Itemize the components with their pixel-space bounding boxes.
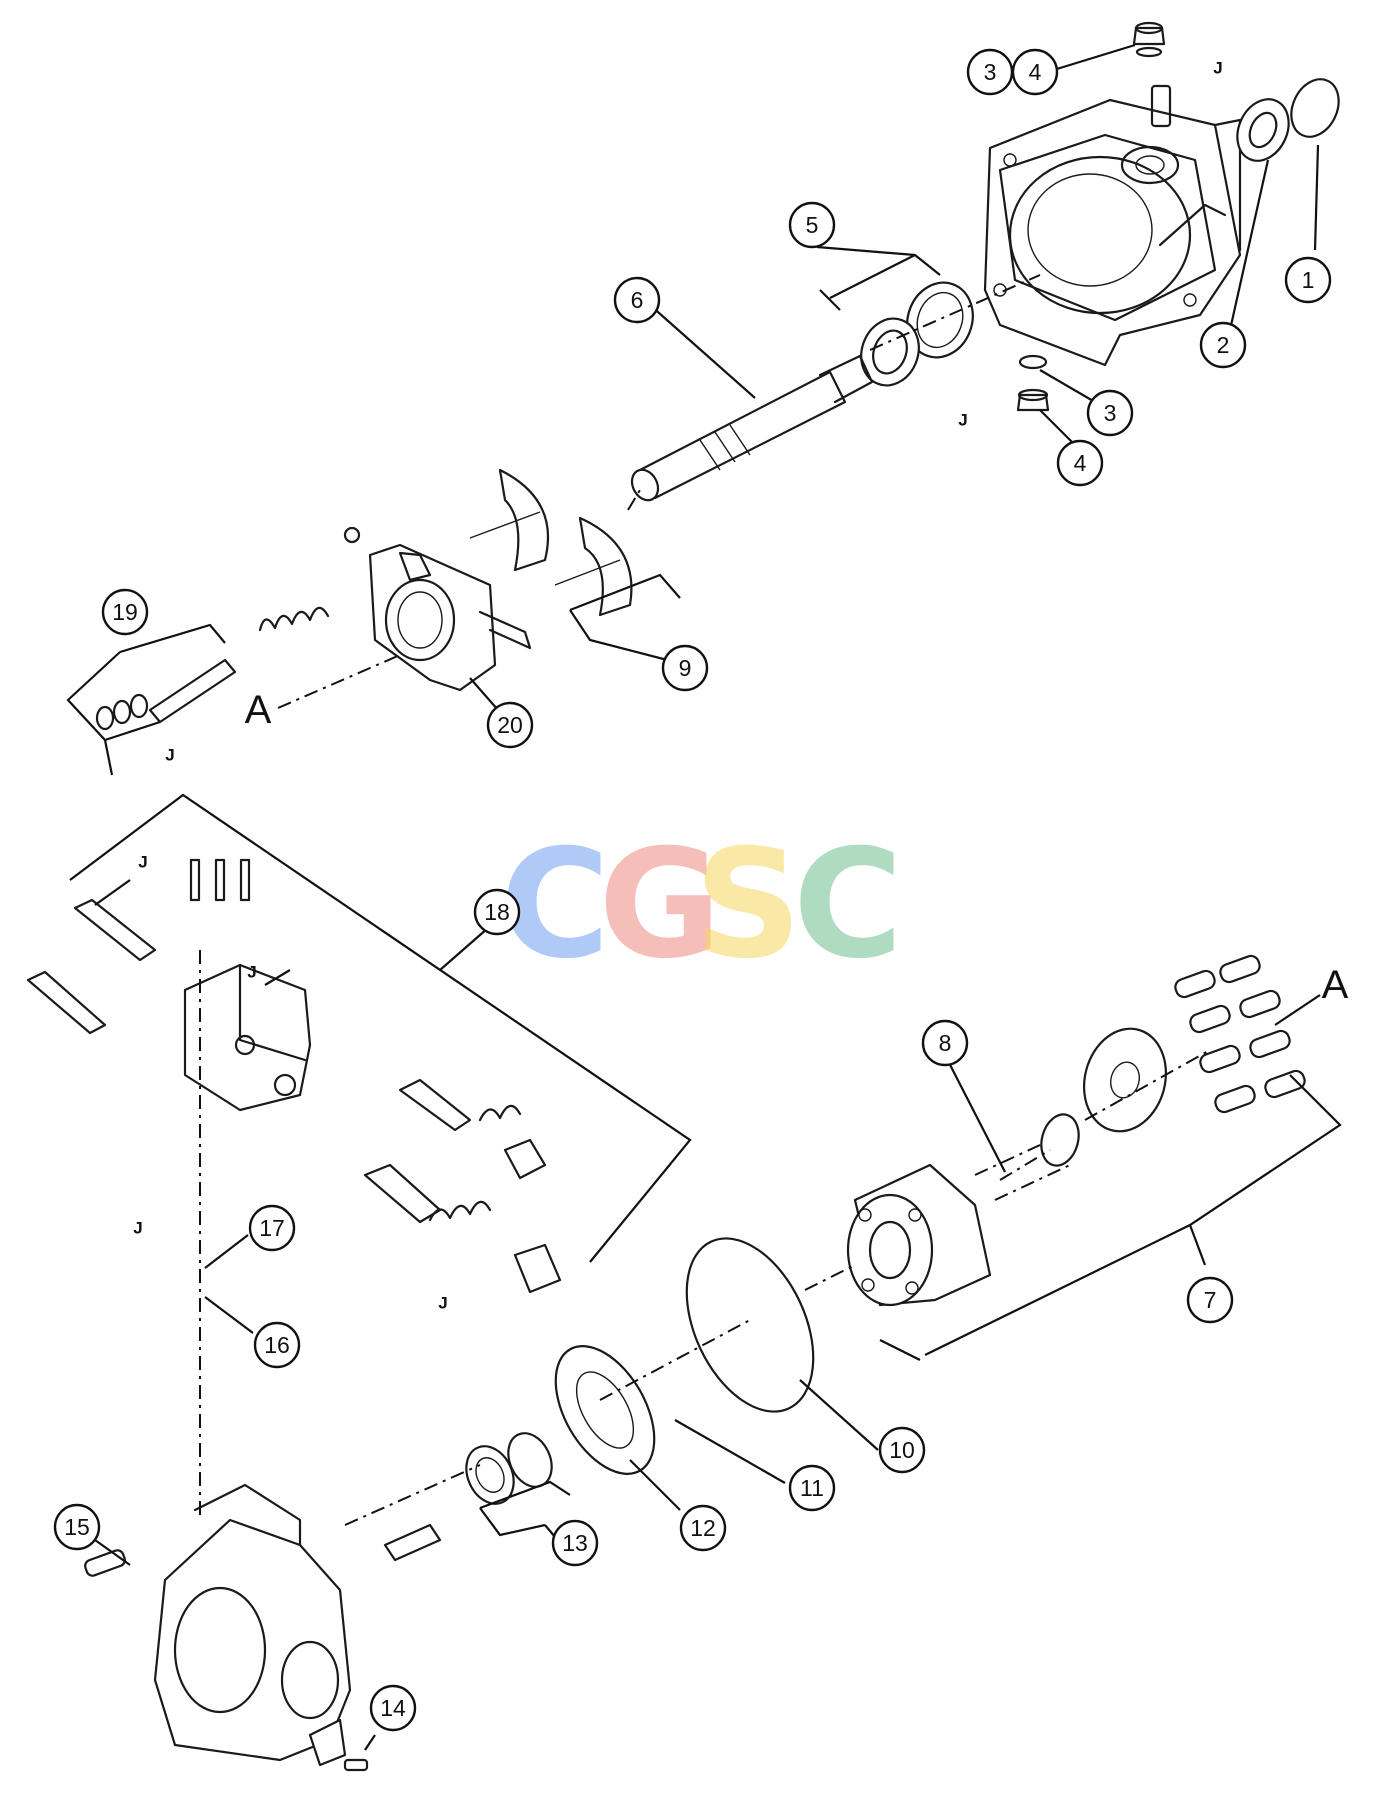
o-ring-drawing <box>685 1237 815 1413</box>
callout-13: 13 <box>551 1519 599 1567</box>
svg-text:10: 10 <box>889 1437 915 1463</box>
svg-text:17: 17 <box>259 1215 285 1241</box>
leader-lines <box>66 43 1342 1751</box>
callout-4-top: 4 <box>1011 48 1059 96</box>
shaft-seal-drawing <box>1236 98 1290 162</box>
svg-text:19: 19 <box>112 599 138 625</box>
callout-8: 8 <box>921 1019 969 1067</box>
svg-text:13: 13 <box>562 1530 588 1556</box>
cylinder-barrel-drawing <box>846 1163 992 1307</box>
callout-16: 16 <box>253 1321 301 1369</box>
watermark: C G S C <box>500 818 903 992</box>
svg-text:3: 3 <box>984 59 997 85</box>
bearing-13-drawing <box>465 1432 553 1505</box>
port-plate-drawing <box>554 1345 656 1475</box>
valve-block-drawing <box>26 858 562 1294</box>
svg-text:12: 12 <box>690 1515 716 1541</box>
j-marker-piston: J <box>165 746 174 765</box>
callout-10: 10 <box>878 1426 926 1474</box>
svg-text:18: 18 <box>484 899 510 925</box>
callout-7: 7 <box>1186 1276 1234 1324</box>
callout-18: 18 <box>473 888 521 936</box>
svg-text:14: 14 <box>380 1695 406 1721</box>
svg-text:5: 5 <box>806 212 819 238</box>
swashplate-drawing <box>343 526 532 692</box>
callout-14: 14 <box>369 1684 417 1732</box>
callout-6: 6 <box>613 276 661 324</box>
retainer-plate-drawing <box>1040 1027 1168 1167</box>
j-marker-seal: J <box>1213 59 1222 78</box>
control-piston-drawing <box>95 606 330 731</box>
callout-3-top: 3 <box>966 48 1014 96</box>
a-marker-bottom: A <box>1322 963 1349 1007</box>
bearing-5-drawing <box>860 281 974 387</box>
callout-2: 2 <box>1199 321 1247 369</box>
snap-ring-drawing <box>1290 78 1340 138</box>
j-marker-plug: J <box>958 411 967 430</box>
j-marker-valve-top: J <box>138 853 147 872</box>
callouts: 1 2 3 4 3 4 5 6 7 8 9 10 11 12 13 14 15 … <box>53 48 1332 1732</box>
drive-shaft-drawing <box>630 354 874 502</box>
j-marker-valve-lower-right: J <box>438 1294 447 1313</box>
pump-housing-drawing <box>983 84 1242 367</box>
screw-14-drawing <box>308 1718 369 1772</box>
callout-4-bottom: 4 <box>1056 439 1104 487</box>
callout-12: 12 <box>679 1504 727 1552</box>
j-marker-valve-right: J <box>247 963 256 982</box>
svg-text:4: 4 <box>1029 59 1042 85</box>
svg-text:6: 6 <box>631 287 644 313</box>
plug-bottom-drawing <box>1016 354 1050 412</box>
watermark-letter-4: C <box>793 818 903 992</box>
svg-text:2: 2 <box>1217 332 1230 358</box>
callout-1: 1 <box>1284 256 1332 304</box>
callout-20: 20 <box>486 701 534 749</box>
callout-19: 19 <box>101 588 149 636</box>
svg-text:16: 16 <box>264 1332 290 1358</box>
parts-drawing <box>26 21 1340 1772</box>
marker-labels: J J J J J J J A A <box>133 59 1348 1313</box>
callout-3-bottom: 3 <box>1086 389 1134 437</box>
callout-15: 15 <box>53 1503 101 1551</box>
callout-9: 9 <box>661 644 709 692</box>
svg-text:11: 11 <box>800 1475 824 1501</box>
j-marker-valve-bottom: J <box>133 1219 142 1238</box>
end-cover-drawing <box>84 1483 442 1762</box>
svg-text:7: 7 <box>1204 1287 1217 1313</box>
svg-text:9: 9 <box>679 655 692 681</box>
pistons-drawing <box>1174 954 1306 1114</box>
callout-11: 11 <box>788 1464 836 1512</box>
watermark-letter-2: G <box>598 818 721 992</box>
svg-text:8: 8 <box>939 1030 952 1056</box>
a-marker-top: A <box>245 688 272 732</box>
callout-17: 17 <box>248 1204 296 1252</box>
svg-text:4: 4 <box>1074 450 1087 476</box>
watermark-letter-3: S <box>694 818 802 992</box>
svg-text:3: 3 <box>1104 400 1117 426</box>
svg-text:1: 1 <box>1302 267 1315 293</box>
swash-segment-drawing <box>469 468 633 617</box>
plug-top-drawing <box>1132 21 1166 58</box>
svg-text:20: 20 <box>497 712 523 738</box>
callout-5: 5 <box>788 201 836 249</box>
svg-text:15: 15 <box>64 1514 90 1540</box>
